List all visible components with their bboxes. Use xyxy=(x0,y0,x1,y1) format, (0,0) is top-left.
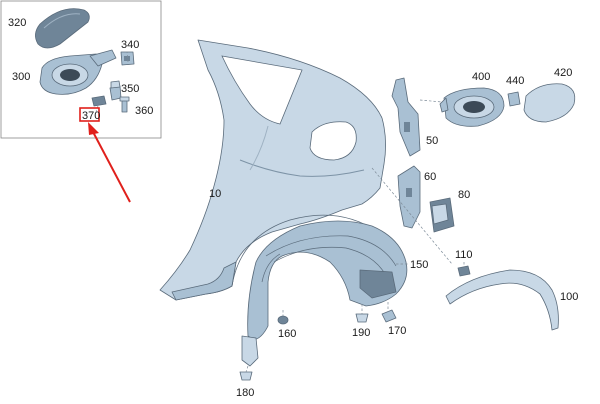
highlight-arrow-line xyxy=(91,129,131,203)
part-10-arch-edge xyxy=(231,214,379,287)
part-180-push-pin[interactable] xyxy=(239,371,253,381)
leader-340 xyxy=(126,51,129,63)
label-360: 360 xyxy=(135,105,153,117)
part-10-window-opening xyxy=(221,55,303,125)
label-350: 350 xyxy=(121,83,139,95)
part-400-neck xyxy=(463,101,485,113)
label-50: 50 xyxy=(426,135,438,147)
label-180: 180 xyxy=(236,387,254,399)
part-100-wheel-arch-flare[interactable] xyxy=(445,269,559,331)
label-80: 80 xyxy=(458,189,470,201)
part-190-clip[interactable] xyxy=(355,313,369,323)
label-170: 170 xyxy=(388,325,406,337)
part-370-actuator[interactable] xyxy=(91,95,107,107)
part-150-inner-panel xyxy=(359,269,397,299)
leader-180 xyxy=(245,365,249,373)
part-10-fold xyxy=(249,125,269,171)
label-420: 420 xyxy=(554,67,572,79)
part-320-highlight xyxy=(43,13,81,29)
part-420-fuel-door[interactable] xyxy=(523,83,576,123)
part-360-screw[interactable] xyxy=(121,99,128,113)
part-440-grommet[interactable] xyxy=(507,91,521,107)
part-150-rib-1 xyxy=(265,235,397,267)
part-160-grommet[interactable] xyxy=(277,315,289,325)
label-300: 300 xyxy=(12,71,30,83)
label-150: 150 xyxy=(410,259,428,271)
label-190: 190 xyxy=(352,327,370,339)
label-320: 320 xyxy=(8,17,26,29)
highlight-box-370 xyxy=(79,107,100,122)
part-10-body-line xyxy=(239,159,365,177)
part-170-fastener[interactable] xyxy=(381,309,397,323)
part-80-face xyxy=(431,203,449,225)
part-110-clip[interactable] xyxy=(457,265,471,277)
part-50-bracket[interactable] xyxy=(391,77,421,157)
leader-110-long xyxy=(371,167,453,265)
part-350-bolt-head xyxy=(110,80,121,89)
part-320-fuel-door-cover[interactable] xyxy=(35,8,90,49)
part-340-slot xyxy=(124,56,130,61)
part-400-hinge xyxy=(439,97,449,113)
part-150-lower-tab xyxy=(241,335,259,367)
part-10-fuel-opening xyxy=(309,121,357,161)
part-150-rib-2 xyxy=(273,246,389,281)
label-440: 440 xyxy=(506,75,524,87)
part-300-flange xyxy=(89,49,117,67)
part-360-screw-head xyxy=(119,96,130,102)
label-370: 370 xyxy=(82,110,100,122)
label-400: 400 xyxy=(472,71,490,83)
leader-370 xyxy=(95,105,99,113)
part-10-rocker xyxy=(171,261,237,301)
part-60-hole xyxy=(406,188,412,197)
part-300-neck xyxy=(60,69,80,81)
part-50-hole xyxy=(404,122,410,132)
label-110: 110 xyxy=(455,249,473,261)
part-150-wheel-arch-liner[interactable] xyxy=(247,220,408,341)
leader-400 xyxy=(419,99,443,103)
label-60: 60 xyxy=(424,171,436,183)
label-10: 10 xyxy=(209,188,221,200)
highlight-arrow-head xyxy=(88,122,99,135)
label-160: 160 xyxy=(278,328,296,340)
part-150-rib-3 xyxy=(261,253,281,283)
label-340: 340 xyxy=(121,39,139,51)
label-100: 100 xyxy=(560,291,578,303)
